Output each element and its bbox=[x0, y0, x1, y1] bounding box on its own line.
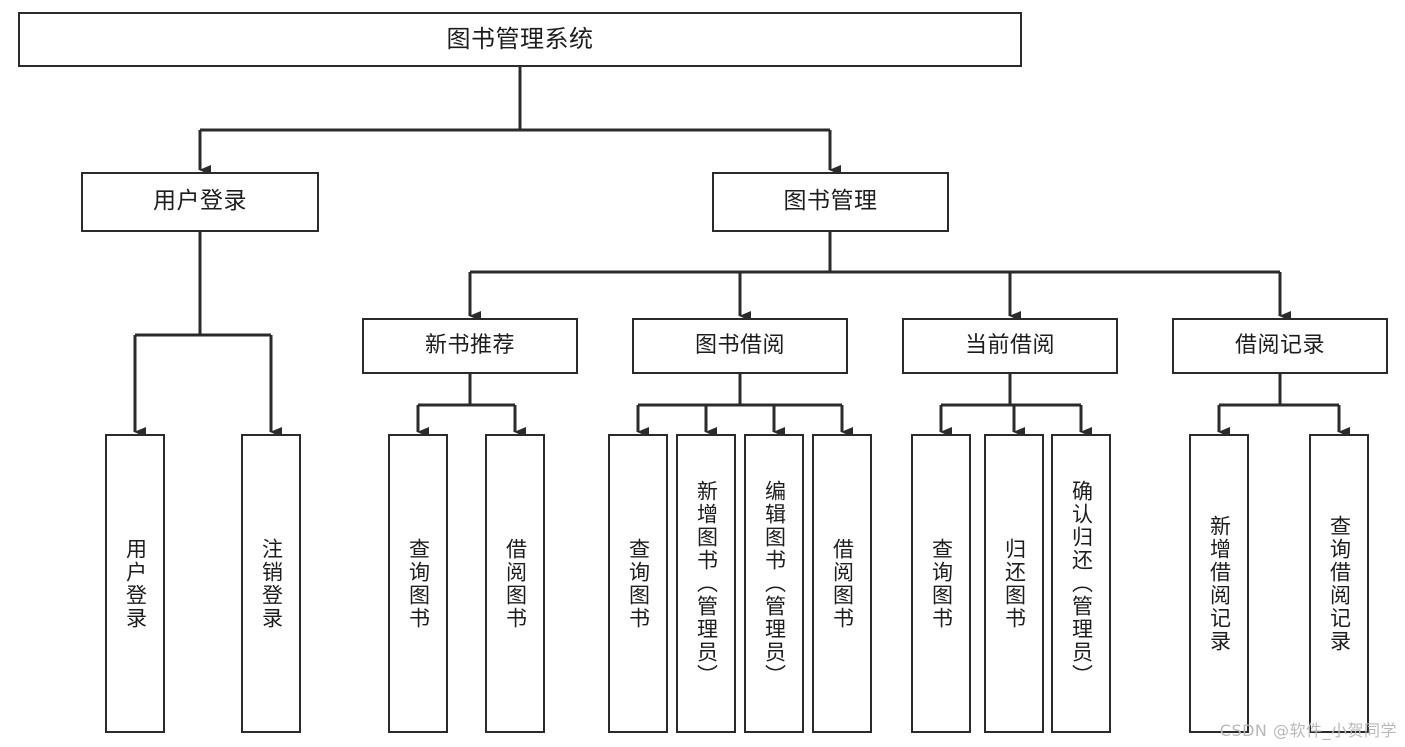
node-label-leaf-user-login: 用户登录 bbox=[123, 537, 148, 630]
node-leaf-edit-book[interactable]: 编辑图书（管理员） bbox=[744, 434, 804, 733]
node-user-login[interactable]: 用户登录 bbox=[81, 172, 319, 232]
node-book-manage[interactable]: 图书管理 bbox=[712, 172, 949, 232]
node-leaf-query-record[interactable]: 查询借阅记录 bbox=[1309, 434, 1369, 733]
node-leaf-logout[interactable]: 注销登录 bbox=[241, 434, 301, 733]
node-label-current-borrow: 当前借阅 bbox=[964, 333, 1055, 359]
node-label-user-login: 用户登录 bbox=[153, 188, 247, 215]
node-label-leaf-edit-book: 编辑图书（管理员） bbox=[762, 480, 787, 687]
node-label-book-borrow: 图书借阅 bbox=[694, 333, 785, 359]
node-label-leaf-query-book-borrow: 查询图书 bbox=[626, 537, 651, 630]
node-label-leaf-return-book: 归还图书 bbox=[1002, 537, 1027, 630]
node-leaf-query-book-borrow[interactable]: 查询图书 bbox=[608, 434, 668, 733]
node-label-leaf-confirm-return: 确认归还（管理员） bbox=[1069, 480, 1094, 687]
node-label-leaf-add-record: 新增借阅记录 bbox=[1207, 514, 1232, 653]
node-leaf-add-book[interactable]: 新增图书（管理员） bbox=[676, 434, 736, 733]
node-label-leaf-query-book-current: 查询图书 bbox=[929, 537, 954, 630]
node-label-leaf-query-book-rec: 查询图书 bbox=[406, 537, 431, 630]
node-leaf-add-record[interactable]: 新增借阅记录 bbox=[1189, 434, 1249, 733]
node-label-leaf-borrow-book-rec: 借阅图书 bbox=[503, 537, 528, 630]
node-new-book-recommend[interactable]: 新书推荐 bbox=[362, 318, 578, 374]
node-leaf-query-book-rec[interactable]: 查询图书 bbox=[388, 434, 448, 733]
node-label-new-book-recommend: 新书推荐 bbox=[424, 333, 515, 359]
node-label-leaf-add-book: 新增图书（管理员） bbox=[694, 480, 719, 687]
node-leaf-user-login[interactable]: 用户登录 bbox=[105, 434, 165, 733]
node-label-leaf-query-record: 查询借阅记录 bbox=[1327, 514, 1352, 653]
node-leaf-query-book-current[interactable]: 查询图书 bbox=[911, 434, 971, 733]
node-label-book-manage: 图书管理 bbox=[783, 188, 878, 215]
node-label-leaf-borrow-book: 借阅图书 bbox=[830, 537, 855, 630]
node-leaf-confirm-return[interactable]: 确认归还（管理员） bbox=[1051, 434, 1111, 733]
node-book-borrow[interactable]: 图书借阅 bbox=[632, 318, 848, 374]
node-leaf-return-book[interactable]: 归还图书 bbox=[984, 434, 1044, 733]
node-leaf-borrow-book[interactable]: 借阅图书 bbox=[812, 434, 872, 733]
node-leaf-borrow-book-rec[interactable]: 借阅图书 bbox=[485, 434, 545, 733]
node-root[interactable]: 图书管理系统 bbox=[18, 12, 1022, 67]
node-label-borrow-record: 借阅记录 bbox=[1234, 333, 1325, 359]
node-borrow-record[interactable]: 借阅记录 bbox=[1172, 318, 1388, 374]
node-label-root: 图书管理系统 bbox=[446, 25, 594, 54]
node-current-borrow[interactable]: 当前借阅 bbox=[902, 318, 1118, 374]
connector-lines bbox=[133, 67, 1350, 437]
node-label-leaf-logout: 注销登录 bbox=[259, 537, 284, 630]
